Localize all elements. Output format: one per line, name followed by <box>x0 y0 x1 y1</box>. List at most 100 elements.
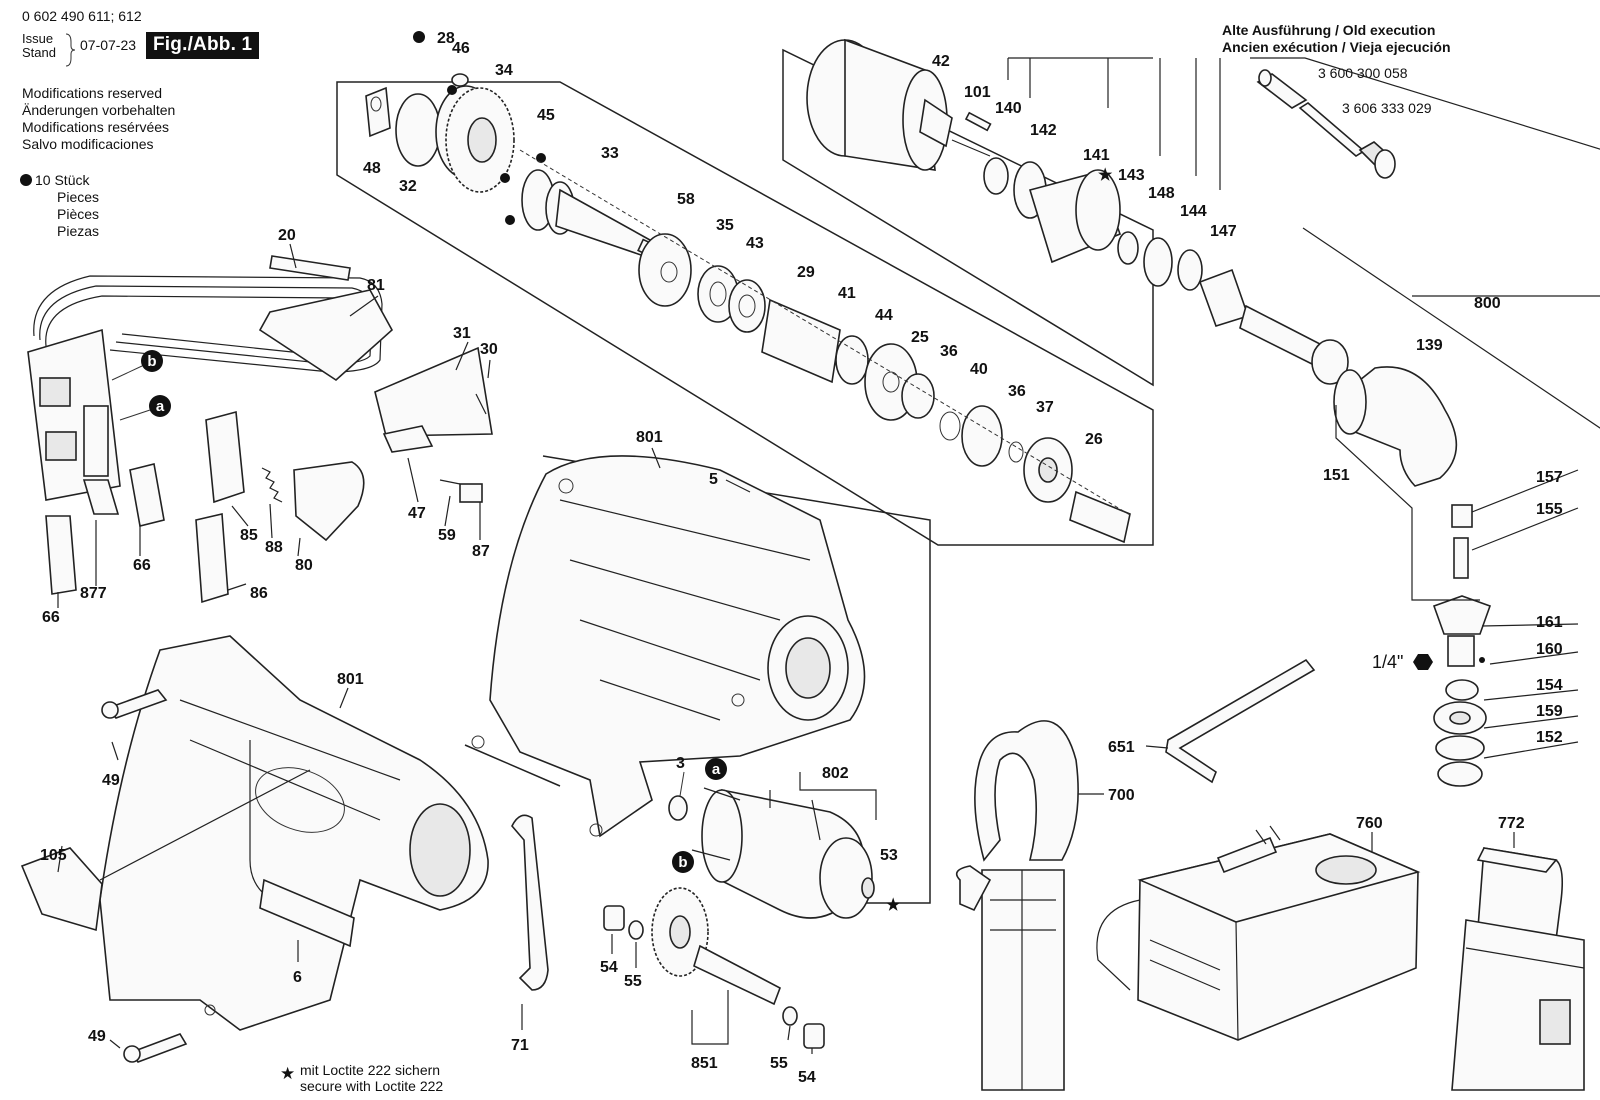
loctite-star-icon-53: ★ <box>886 897 901 914</box>
label-43: 43 <box>746 235 764 252</box>
callout-a-leader <box>119 409 151 421</box>
label-6: 6 <box>293 969 302 986</box>
label-801-bottom: 801 <box>337 671 364 688</box>
gear-assembly-34 <box>365 73 546 225</box>
label-46: 46 <box>452 40 470 57</box>
callout-b-motor-icon <box>672 851 694 873</box>
footnote-star-icon: ★ <box>280 1064 295 1083</box>
label-154: 154 <box>1536 677 1563 694</box>
label-80: 80 <box>295 557 313 574</box>
label-86: 86 <box>250 585 268 602</box>
housing-leaders <box>651 447 751 493</box>
label-47: 47 <box>408 505 426 522</box>
label-20: 20 <box>278 227 296 244</box>
label-800: 800 <box>1474 295 1501 312</box>
label-801-top: 801 <box>636 429 663 446</box>
pieces-word-es: Piezas <box>57 223 99 239</box>
callout-b-left-icon <box>141 350 163 372</box>
label-66-b: 66 <box>42 609 60 626</box>
label-35: 35 <box>716 217 734 234</box>
footnote-line-1: mit Loctite 222 sichern <box>300 1062 440 1078</box>
label-41: 41 <box>838 285 856 302</box>
pieces-word-fr: Pièces <box>57 206 99 222</box>
label-152: 152 <box>1536 729 1563 746</box>
label-71: 71 <box>511 1037 529 1054</box>
housing-half-801-bottom <box>99 635 489 1031</box>
label-143: 143 <box>1118 167 1145 184</box>
lower-housing-leaders <box>57 687 349 1049</box>
callout-a-motor-icon <box>705 758 727 780</box>
label-plate-6-icon <box>259 878 355 948</box>
footnote-line-2: secure with Loctite 222 <box>300 1078 443 1094</box>
label-37: 37 <box>1036 399 1054 416</box>
figure-badge: Fig./Abb. 1 <box>146 32 260 59</box>
label-30: 30 <box>480 341 498 358</box>
label-651: 651 <box>1108 739 1135 756</box>
spindle-stack <box>638 233 1131 544</box>
gear-shaft-851 <box>603 887 825 1049</box>
label-59: 59 <box>438 527 456 544</box>
label-58: 58 <box>677 191 695 208</box>
label-148: 148 <box>1148 185 1175 202</box>
label-hex-size: 1/4" <box>1372 652 1403 672</box>
modification-line-es: Salvo modificaciones <box>22 136 154 152</box>
label-44: 44 <box>875 307 893 324</box>
label-5: 5 <box>709 471 718 488</box>
label-42: 42 <box>932 53 950 70</box>
side-handle-700 <box>955 720 1079 1091</box>
issue-label: Issue <box>22 31 53 46</box>
label-161: 161 <box>1536 614 1563 631</box>
label-45: 45 <box>537 107 555 124</box>
label-101: 101 <box>964 84 991 101</box>
pieces-bullet-icon <box>20 174 32 186</box>
label-877: 877 <box>80 585 107 602</box>
old-execution-title-1: Alte Ausführung / Old execution <box>1222 22 1435 38</box>
charger-760 <box>1096 825 1421 1041</box>
label-53: 53 <box>880 847 898 864</box>
doc-number: 0 602 490 611; 612 <box>22 8 142 24</box>
label-147: 147 <box>1210 223 1237 240</box>
label-760: 760 <box>1356 815 1383 832</box>
callout-b-motor: b <box>678 854 687 871</box>
switch-wiring-parts <box>27 255 493 604</box>
label-140: 140 <box>995 100 1022 117</box>
screw-49-bottom-head <box>123 1045 141 1063</box>
pieces-count: 10 Stück <box>35 172 90 188</box>
label-55-left: 55 <box>624 973 642 990</box>
label-66-a: 66 <box>133 557 151 574</box>
callout-a-motor: a <box>712 761 721 778</box>
stand-label: Stand <box>22 45 56 60</box>
pieces-word-en: Pieces <box>57 189 99 205</box>
label-33: 33 <box>601 145 619 162</box>
label-139: 139 <box>1416 337 1443 354</box>
electrics-leaders <box>57 243 491 608</box>
label-34: 34 <box>495 62 513 79</box>
label-700: 700 <box>1108 787 1135 804</box>
label-87: 87 <box>472 543 490 560</box>
battery-772 <box>1451 847 1585 1091</box>
label-29: 29 <box>797 264 815 281</box>
label-3: 3 <box>676 755 685 772</box>
old-part-2: 3 606 333 029 <box>1342 100 1432 116</box>
label-36-a: 36 <box>940 343 958 360</box>
angle-head-parts <box>806 38 1492 787</box>
loctite-star-icon-143: ★ <box>1098 167 1113 184</box>
shaft-851-bracket <box>691 990 729 1045</box>
callout-a-left: a <box>156 398 165 415</box>
cap-105-icon <box>20 847 103 932</box>
label-54-left: 54 <box>600 959 618 976</box>
modification-line-fr: Modifications resérvées <box>22 119 169 135</box>
modification-line-de: Änderungen vorbehalten <box>22 102 175 118</box>
spindle-33 <box>521 169 657 258</box>
old-part-1: 3 600 300 058 <box>1318 65 1408 81</box>
group-800-bracket <box>1302 227 1600 429</box>
group-151-bracket <box>1335 405 1480 601</box>
label-159: 159 <box>1536 703 1563 720</box>
label-3-leader <box>679 771 685 797</box>
issue-brace <box>65 33 76 67</box>
label-141: 141 <box>1083 147 1110 164</box>
label-155: 155 <box>1536 501 1563 518</box>
label-160: 160 <box>1536 641 1563 658</box>
label-88: 88 <box>265 539 283 556</box>
